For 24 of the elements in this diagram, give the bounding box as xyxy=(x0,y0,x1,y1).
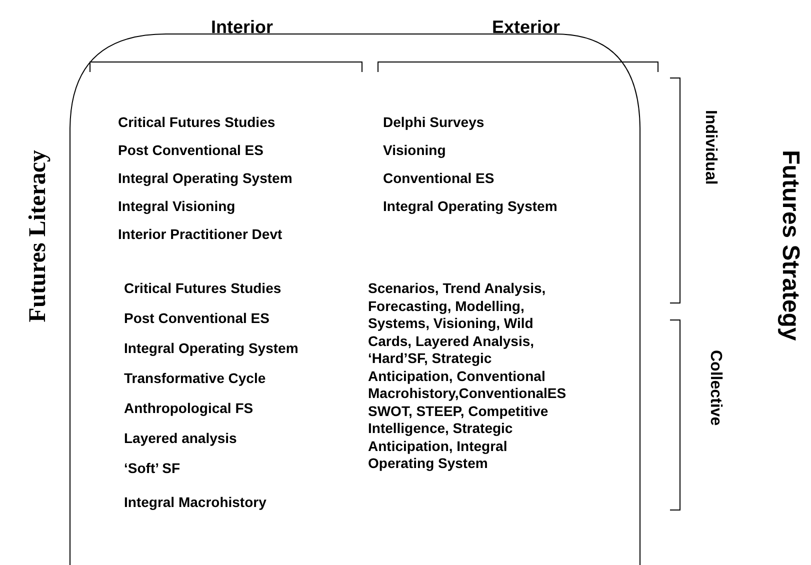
method-item: Anthropological FS xyxy=(124,400,254,417)
method-item: Post Conventional ES xyxy=(118,142,264,159)
method-item: Delphi Surveys xyxy=(383,114,484,131)
method-list: Scenarios, Trend Analysis, Forecasting, Modelling, Systems, Visioning, Wild Cards, Layered Analysis, ‘Hard’SF, Strategic Anticipation, Conventional Macrohistory,ConventionalES SWOT, STEEP, Competitive Intelligence, Strategic Anticipation, Integral Operating System xyxy=(368,280,568,472)
method-item: Layered analysis xyxy=(124,430,237,447)
method-item: ‘Soft’ SF xyxy=(124,460,180,477)
column-heading: Exterior xyxy=(490,16,562,38)
column-heading: Interior xyxy=(210,16,274,38)
method-item: Integral Operating System xyxy=(118,170,292,187)
method-item: Integral Operating System xyxy=(383,198,558,215)
method-item: Visioning xyxy=(383,142,446,159)
method-item: Post Conventional ES xyxy=(124,310,270,327)
method-item: Integral Visioning xyxy=(118,198,236,215)
axis-title: Futures Strategy xyxy=(776,150,804,341)
row-heading: Individual xyxy=(701,110,720,185)
method-item: Conventional ES xyxy=(383,170,494,187)
method-item: Critical Futures Studies xyxy=(124,280,282,297)
row-heading: Collective xyxy=(706,350,725,426)
method-item: Integral Operating System xyxy=(124,340,298,357)
method-item: Transformative Cycle xyxy=(124,370,266,387)
axis-title: Futures Literacy xyxy=(24,150,52,322)
method-item: Critical Futures Studies xyxy=(118,114,276,131)
method-item: Integral Macrohistory xyxy=(124,494,266,511)
method-item: Interior Practitioner Devt xyxy=(118,226,282,243)
